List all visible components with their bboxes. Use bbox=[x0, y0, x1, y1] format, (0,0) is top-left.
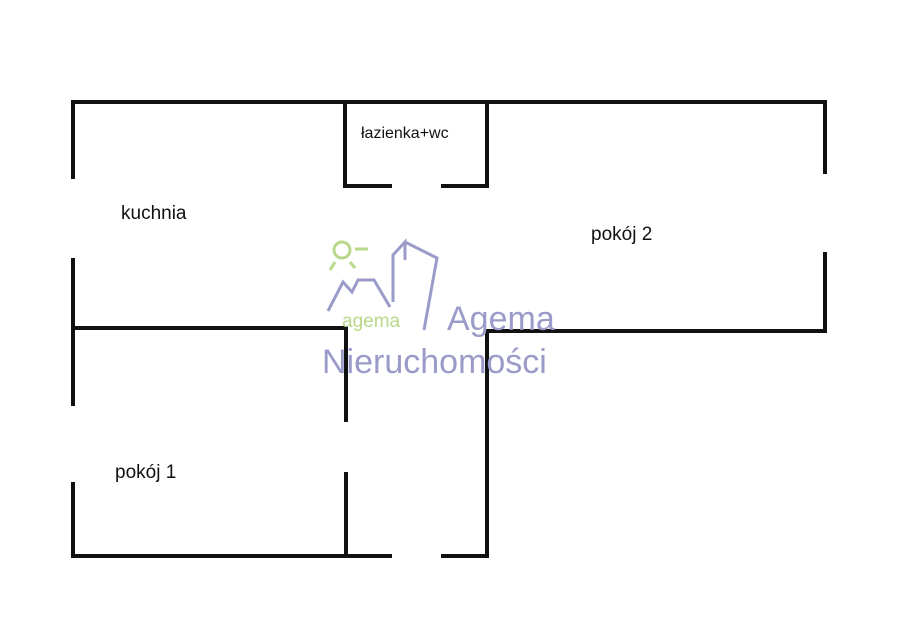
room-label-kitchen: kuchnia bbox=[121, 203, 187, 224]
walls bbox=[71, 100, 827, 558]
agency-logo bbox=[326, 238, 439, 331]
room-label-room2: pokój 2 bbox=[591, 224, 653, 245]
room-label-bathroom: łazienka+wc bbox=[361, 125, 449, 142]
watermark-line1: Agema bbox=[447, 300, 555, 338]
sun-icon bbox=[332, 240, 352, 260]
watermark-line2: Nieruchomości bbox=[322, 343, 547, 381]
room-label-room1: pokój 1 bbox=[115, 462, 177, 483]
logo-text: agema bbox=[342, 311, 401, 332]
